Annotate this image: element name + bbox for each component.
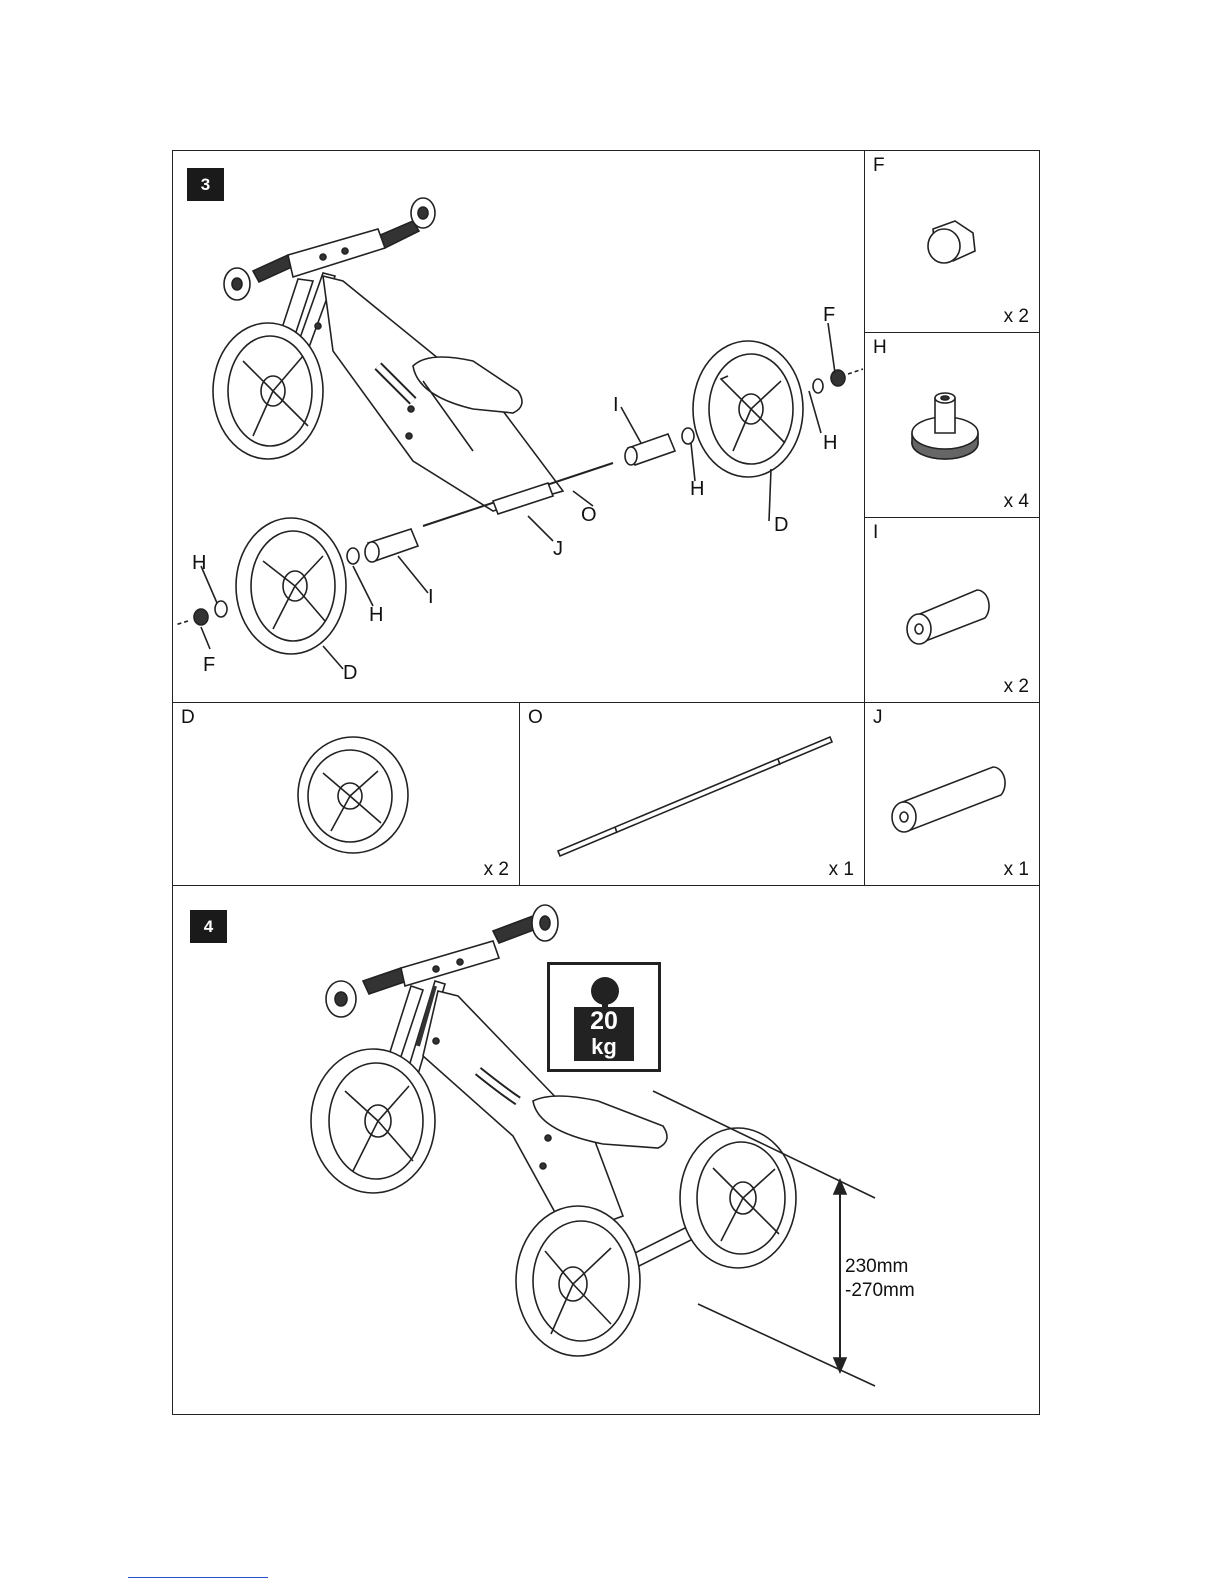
callout-h-left-inner: H	[369, 604, 383, 626]
callout-f-left: F	[203, 654, 215, 676]
callout-i-left: I	[428, 586, 434, 608]
max-weight-value: 20	[574, 1007, 634, 1035]
callout-f-right: F	[823, 304, 835, 326]
spacer-tube-right-icon	[625, 434, 675, 465]
max-weight-sign: 20 kg	[547, 962, 661, 1072]
part-f-panel: F x 2	[864, 150, 1040, 333]
part-h-panel: H x 4	[864, 332, 1040, 518]
axle-rod-icon	[520, 703, 866, 887]
callout-o: O	[581, 504, 597, 526]
part-f-quantity: x 2	[1004, 306, 1029, 328]
callout-d-right: D	[774, 514, 788, 536]
rear-wheel-right-icon	[693, 341, 803, 477]
callout-h-right-outer: H	[823, 432, 837, 454]
max-weight-unit: kg	[574, 1035, 634, 1059]
callout-h-right-inner: H	[690, 478, 704, 500]
spacer-tube-left-icon	[365, 529, 418, 562]
callout-j: J	[553, 538, 563, 560]
seat-height-min: 230mm	[845, 1256, 908, 1278]
callout-i-right: I	[613, 394, 619, 416]
front-wheel-icon	[213, 323, 323, 459]
part-i-panel: I x 2	[864, 517, 1040, 703]
part-j-quantity: x 1	[1004, 859, 1029, 881]
seat-height-max: -270mm	[845, 1280, 915, 1302]
footer-link-underline	[128, 1577, 268, 1578]
part-i-quantity: x 2	[1004, 676, 1029, 698]
rear-wheel-left-icon	[236, 518, 346, 654]
callout-h-left-outer: H	[192, 552, 206, 574]
wheel-icon	[173, 703, 521, 887]
part-o-panel: O x 1	[519, 702, 865, 886]
step-3-panel: 3	[172, 150, 865, 703]
step-4-panel: 4	[172, 885, 1040, 1415]
part-h-quantity: x 4	[1004, 491, 1029, 513]
part-d-panel: D x 2	[172, 702, 520, 886]
step-3-exploded-view: F H I H O D J H H I F D	[173, 151, 866, 704]
callout-d-left: D	[343, 662, 357, 684]
part-o-quantity: x 1	[829, 859, 854, 881]
part-d-quantity: x 2	[484, 859, 509, 881]
part-j-panel: J x 1	[864, 702, 1040, 886]
